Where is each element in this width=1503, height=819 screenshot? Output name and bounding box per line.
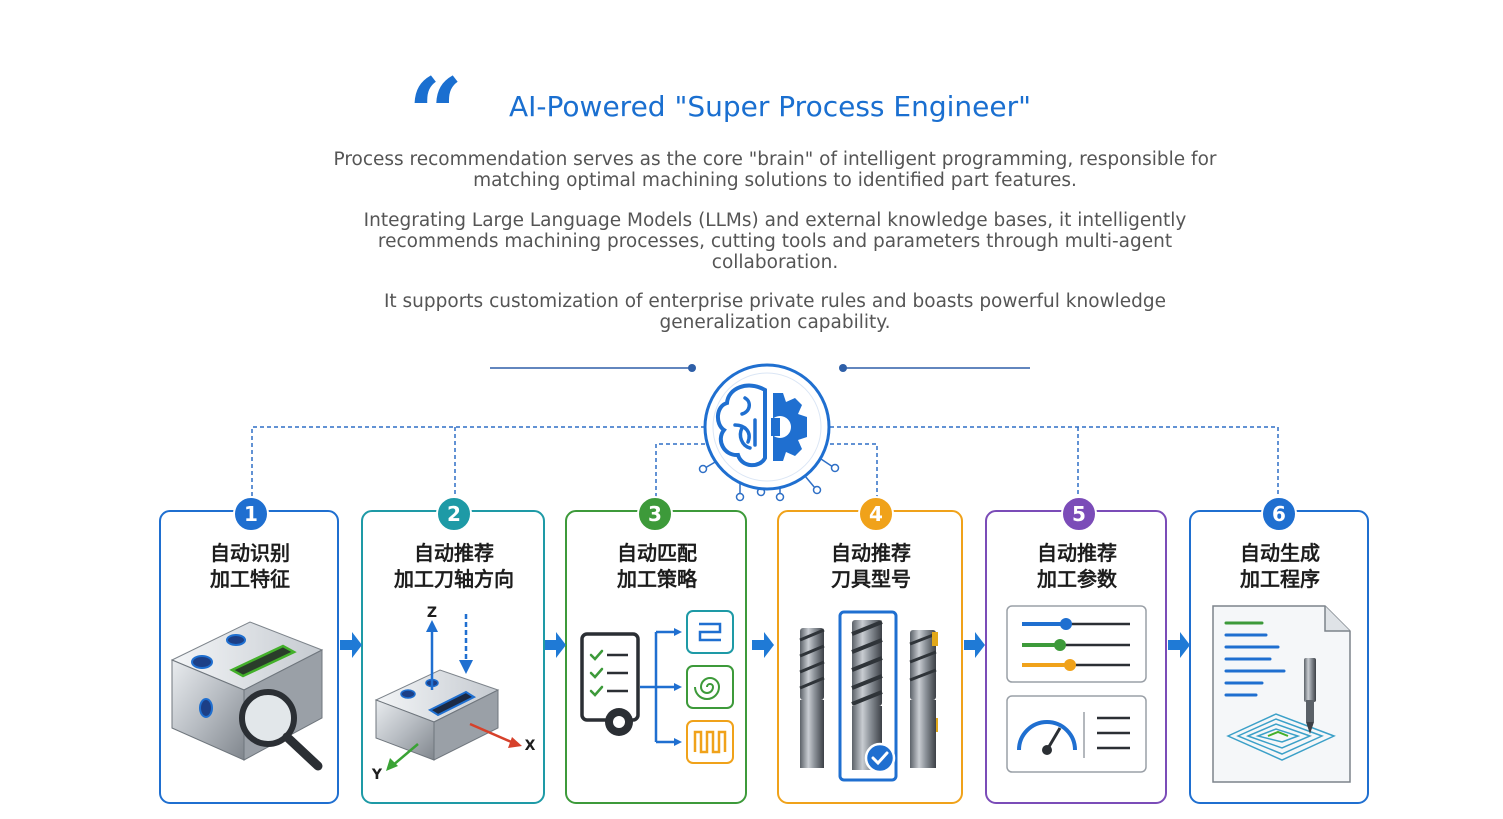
step-title-5: 自动推荐 加工参数 xyxy=(1037,541,1117,591)
step-badge-3: 3 xyxy=(637,496,673,532)
step-title-3: 自动匹配 加工策略 xyxy=(617,541,697,591)
hub xyxy=(698,363,840,502)
intro-paragraph-2: Integrating Large Language Models (LLMs)… xyxy=(363,210,1187,273)
nc-program-icon xyxy=(1212,605,1351,783)
flow-arrow-1 xyxy=(340,632,362,658)
step-badge-5: 5 xyxy=(1061,496,1097,532)
axis-label-x: X xyxy=(525,738,536,754)
flow-arrow-4 xyxy=(964,632,985,658)
dashed-distribution-lines xyxy=(251,426,1279,498)
step-title-4: 自动推荐 刀具型号 xyxy=(831,541,911,591)
flow-arrow-2 xyxy=(545,632,566,658)
part-magnifier-icon xyxy=(170,621,324,771)
page-title: AI-Powered "Super Process Engineer" xyxy=(509,90,1031,123)
step-badge-2: 2 xyxy=(436,496,472,532)
step-title-1: 自动识别 加工特征 xyxy=(210,541,290,591)
parameter-sliders-icon xyxy=(1006,605,1147,773)
step-badge-4: 4 xyxy=(858,496,894,532)
strategy-checklist-icon xyxy=(580,610,734,764)
intro-paragraph-1: Process recommendation serves as the cor… xyxy=(333,149,1217,191)
tool-axis-icon: Z X Y xyxy=(371,605,536,783)
flow-arrow-3 xyxy=(752,632,774,658)
step-title-2: 自动推荐 加工刀轴方向 xyxy=(394,541,514,591)
intro-paragraph-3: It supports customization of enterprise … xyxy=(383,291,1167,333)
step-badge-6: 6 xyxy=(1261,496,1297,532)
axis-label-z: Z xyxy=(427,605,437,621)
flow-arrow-5 xyxy=(1168,632,1190,658)
step-badge-1: 1 xyxy=(233,496,269,532)
brain-gear-icon xyxy=(716,383,807,468)
step-title-6: 自动生成 加工程序 xyxy=(1240,541,1320,591)
flow-arrows xyxy=(340,632,1190,658)
axis-label-y: Y xyxy=(371,767,383,783)
end-mill-icon xyxy=(799,610,938,782)
quote-icon: “ xyxy=(408,57,464,170)
hub-connector-lines xyxy=(490,364,1030,372)
